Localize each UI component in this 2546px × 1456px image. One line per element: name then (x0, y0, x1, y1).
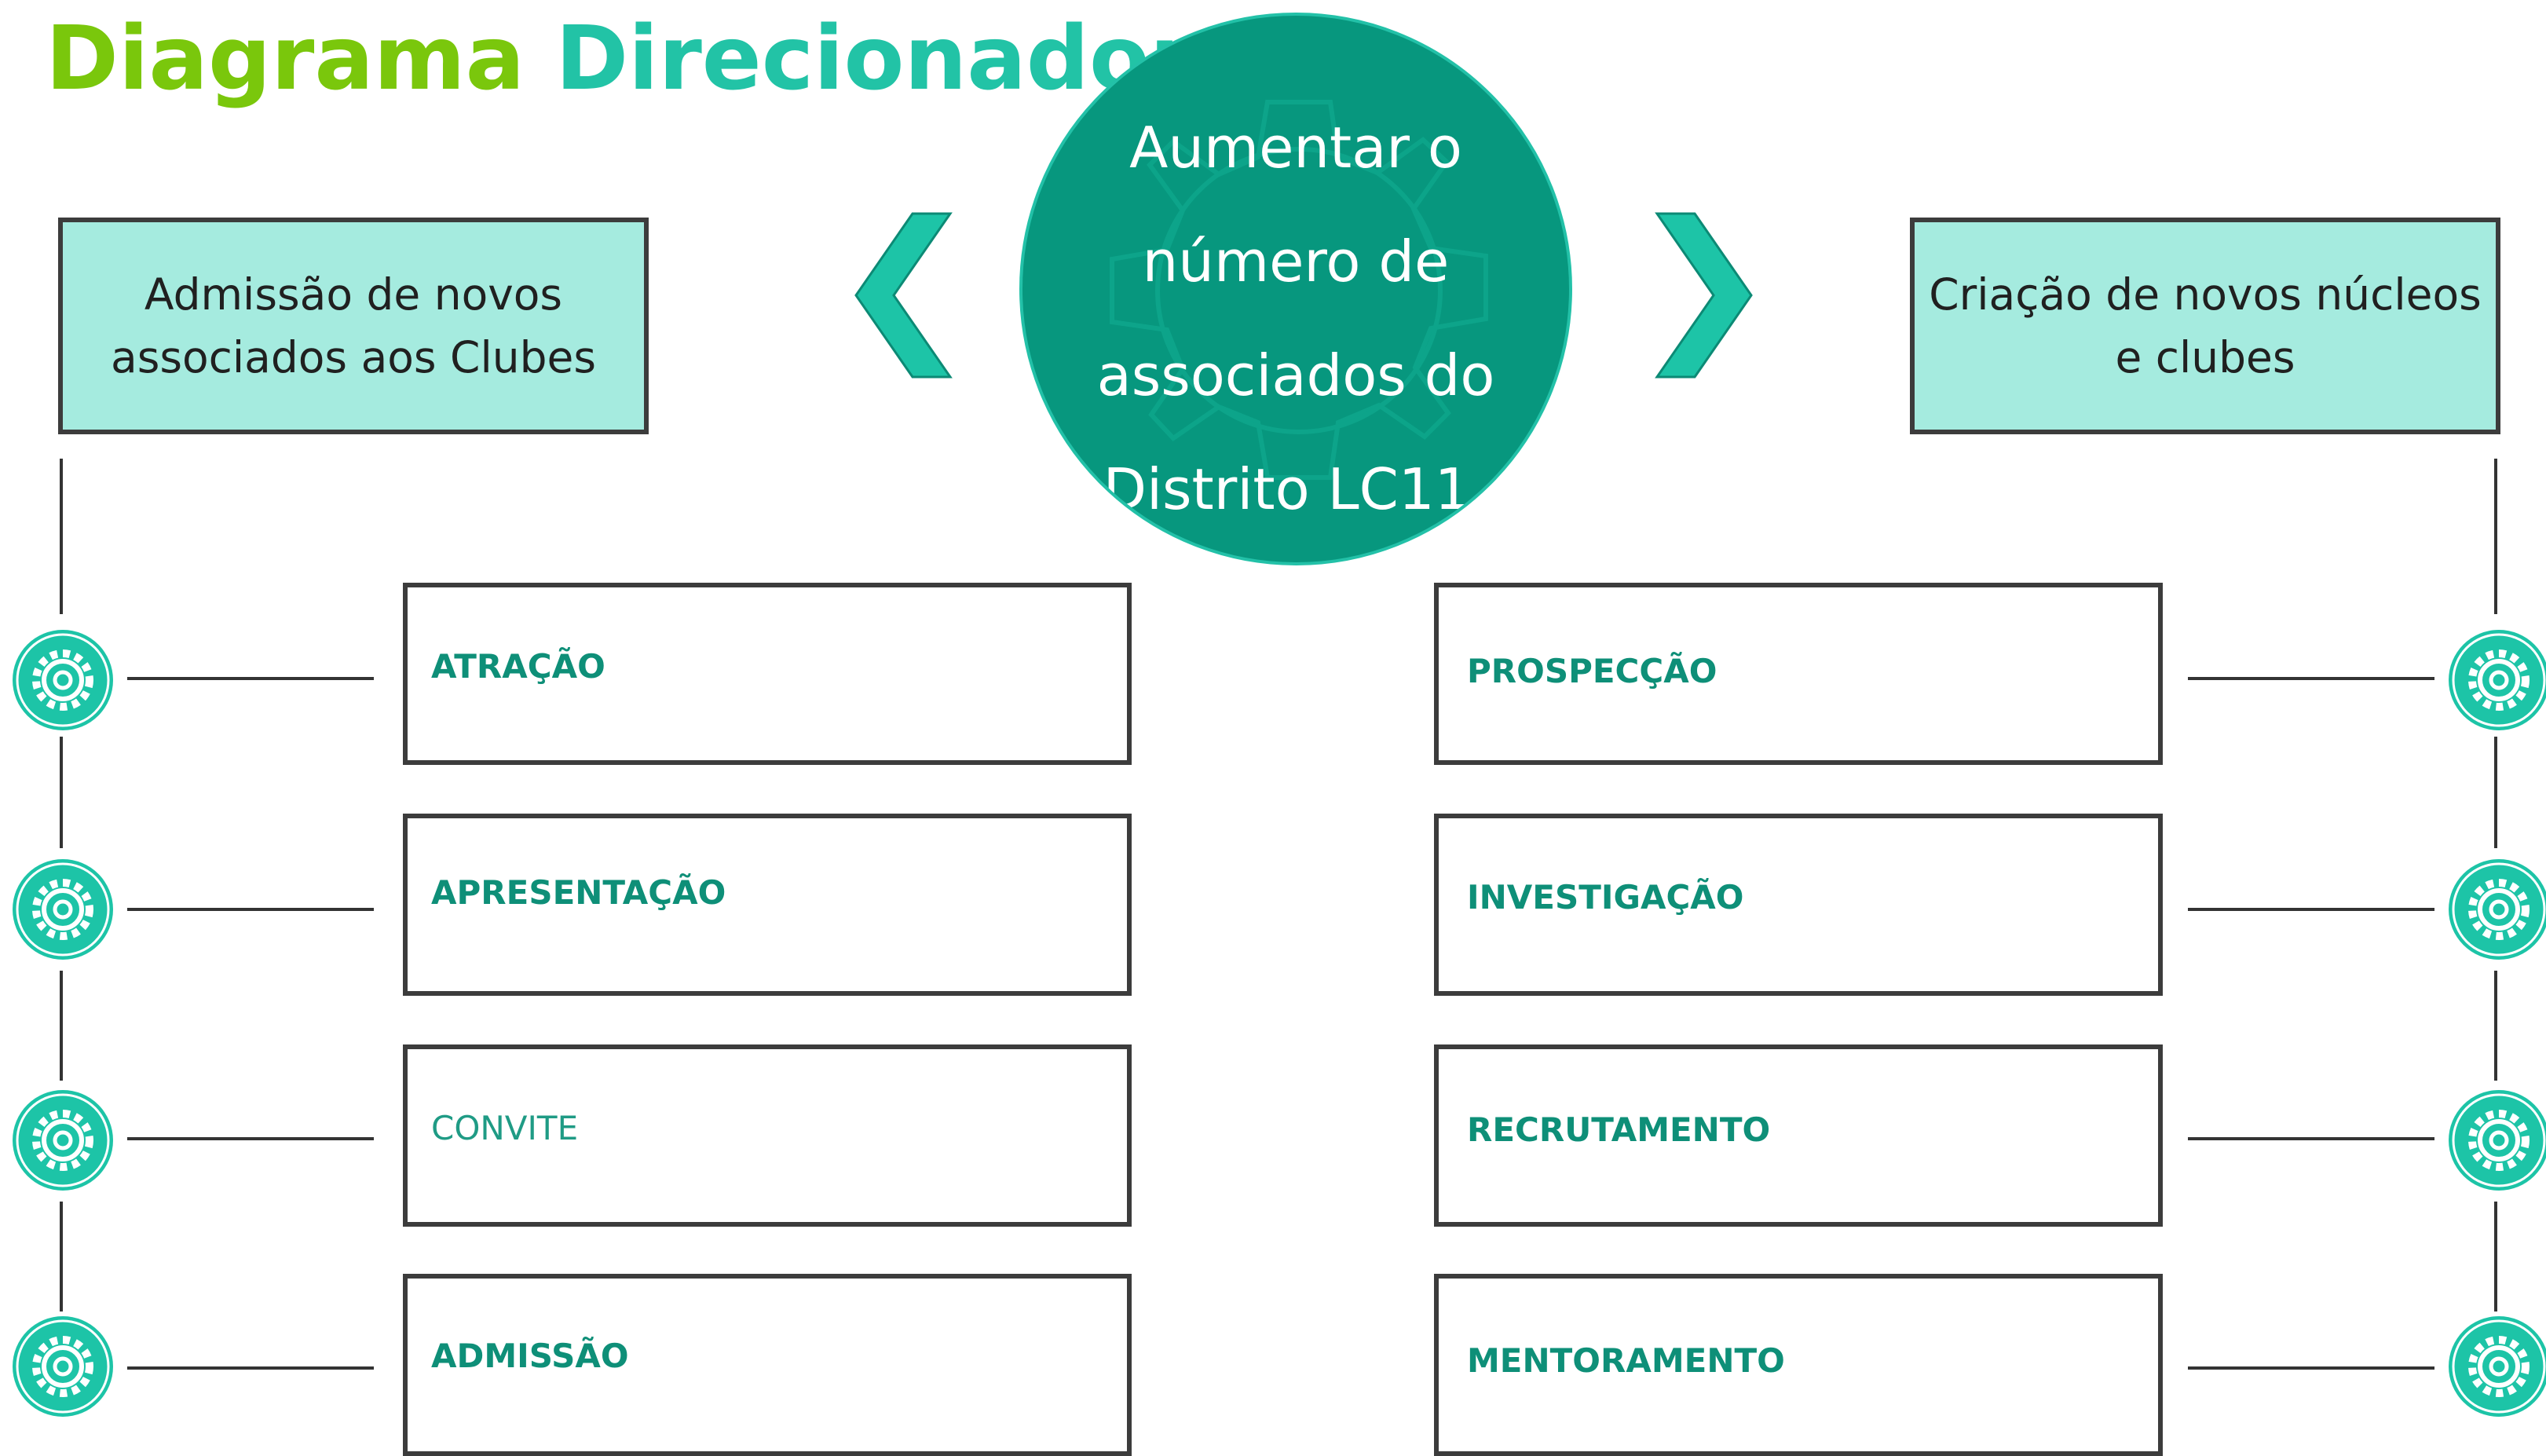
right-branch-header: Criação de novos núcleos e clubes (1910, 218, 2500, 434)
central-goal-text: Aumentar o número de associados do Distr… (1096, 115, 1495, 522)
left-step-box: ADMISSÃO (403, 1274, 1132, 1456)
right-step-label: MENTORAMENTO (1467, 1341, 1785, 1380)
left-step-connector (127, 908, 374, 911)
right-step-box: INVESTIGAÇÃO (1434, 814, 2163, 996)
left-step-label: ADMISSÃO (431, 1337, 629, 1375)
right-step-label: PROSPECÇÃO (1467, 652, 1717, 690)
title-word-1: Diagrama (46, 8, 525, 110)
background-gear-icon (1110, 100, 1488, 480)
right-branch-header-text: Criação de novos núcleos e clubes (1929, 269, 2482, 382)
gear-icon (13, 859, 113, 960)
left-step-label: CONVITE (431, 1109, 579, 1147)
gear-icon (2449, 859, 2546, 960)
right-step-connector (2188, 1366, 2434, 1370)
right-step-box: PROSPECÇÃO (1434, 583, 2163, 765)
right-connector-line (2494, 1202, 2497, 1311)
right-connector-line (2494, 737, 2497, 848)
left-connector-line (60, 971, 63, 1081)
right-connector-line (2494, 971, 2497, 1081)
right-step-connector (2188, 908, 2434, 911)
left-connector-line (60, 459, 63, 614)
left-branch-header-text: Admissão de novos associados aos Clubes (110, 269, 597, 382)
chevron-right-icon (1655, 212, 1753, 379)
central-goal-circle: Aumentar o número de associados do Distr… (1019, 13, 1572, 565)
right-step-label: INVESTIGAÇÃO (1467, 878, 1744, 916)
left-connector-line (60, 1202, 63, 1311)
gear-icon (2449, 1090, 2546, 1191)
gear-icon (13, 630, 113, 730)
right-step-label: RECRUTAMENTO (1467, 1110, 1771, 1149)
left-branch-header: Admissão de novos associados aos Clubes (58, 218, 649, 434)
left-step-label: ATRAÇÃO (431, 647, 605, 686)
left-step-box: APRESENTAÇÃO (403, 814, 1132, 996)
title-word-2: Direcionador (555, 8, 1194, 110)
right-connector-line (2494, 459, 2497, 614)
left-step-box: ATRAÇÃO (403, 583, 1132, 765)
page-title: Diagrama Direcionador (46, 0, 1193, 118)
right-step-connector (2188, 677, 2434, 680)
right-step-box: RECRUTAMENTO (1434, 1044, 2163, 1227)
gear-icon (13, 1090, 113, 1191)
gear-icon (2449, 630, 2546, 730)
left-step-label: APRESENTAÇÃO (431, 873, 726, 912)
left-step-box: CONVITE (403, 1044, 1132, 1227)
left-step-connector (127, 677, 374, 680)
left-connector-line (60, 737, 63, 848)
left-step-connector (127, 1366, 374, 1370)
right-step-connector (2188, 1137, 2434, 1140)
left-step-connector (127, 1137, 374, 1140)
chevron-left-icon (854, 212, 953, 379)
right-step-box: MENTORAMENTO (1434, 1274, 2163, 1456)
gear-icon (2449, 1316, 2546, 1417)
gear-icon (13, 1316, 113, 1417)
